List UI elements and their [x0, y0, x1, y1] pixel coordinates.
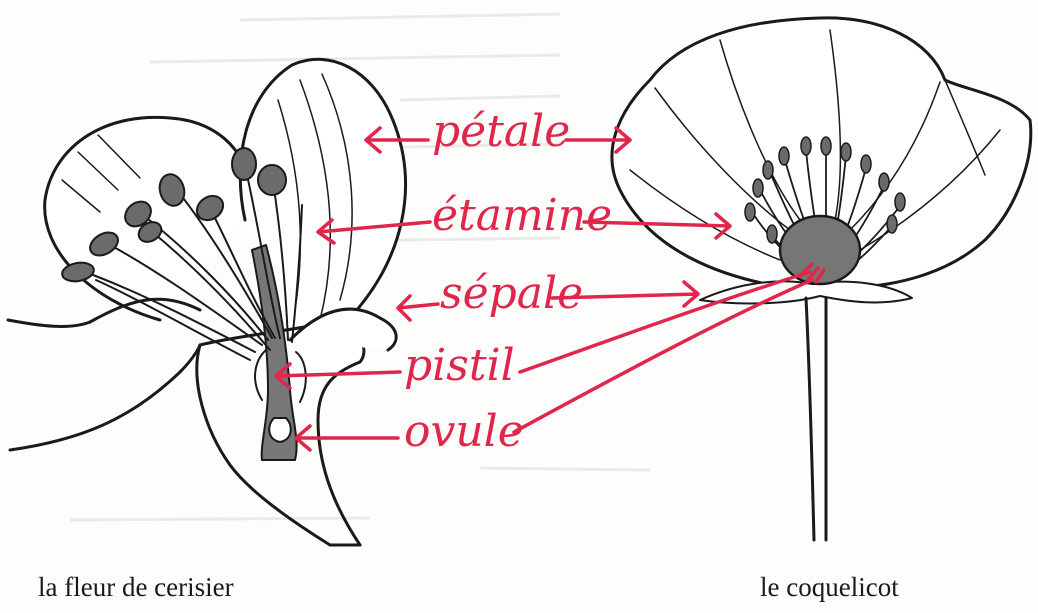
poppy-flower [612, 18, 1031, 540]
label-pistil: pistil [404, 344, 515, 388]
arrow-sepale-left [398, 296, 438, 320]
label-petale: pétale [432, 110, 570, 154]
label-ovule: ovule [404, 410, 524, 454]
caption-poppy: le coquelicot [760, 574, 899, 601]
cherry-ovule [269, 418, 291, 442]
cherry-flower [8, 59, 405, 545]
poppy-stem [806, 298, 826, 540]
arrow-ovule-left [296, 426, 398, 450]
caption-cherry-blossom: la fleur de cerisier [38, 574, 234, 601]
label-etamine: étamine [432, 194, 612, 238]
cherry-stem [10, 345, 200, 450]
label-sepale: sépale [440, 272, 583, 316]
arrow-petale-right [566, 128, 630, 152]
